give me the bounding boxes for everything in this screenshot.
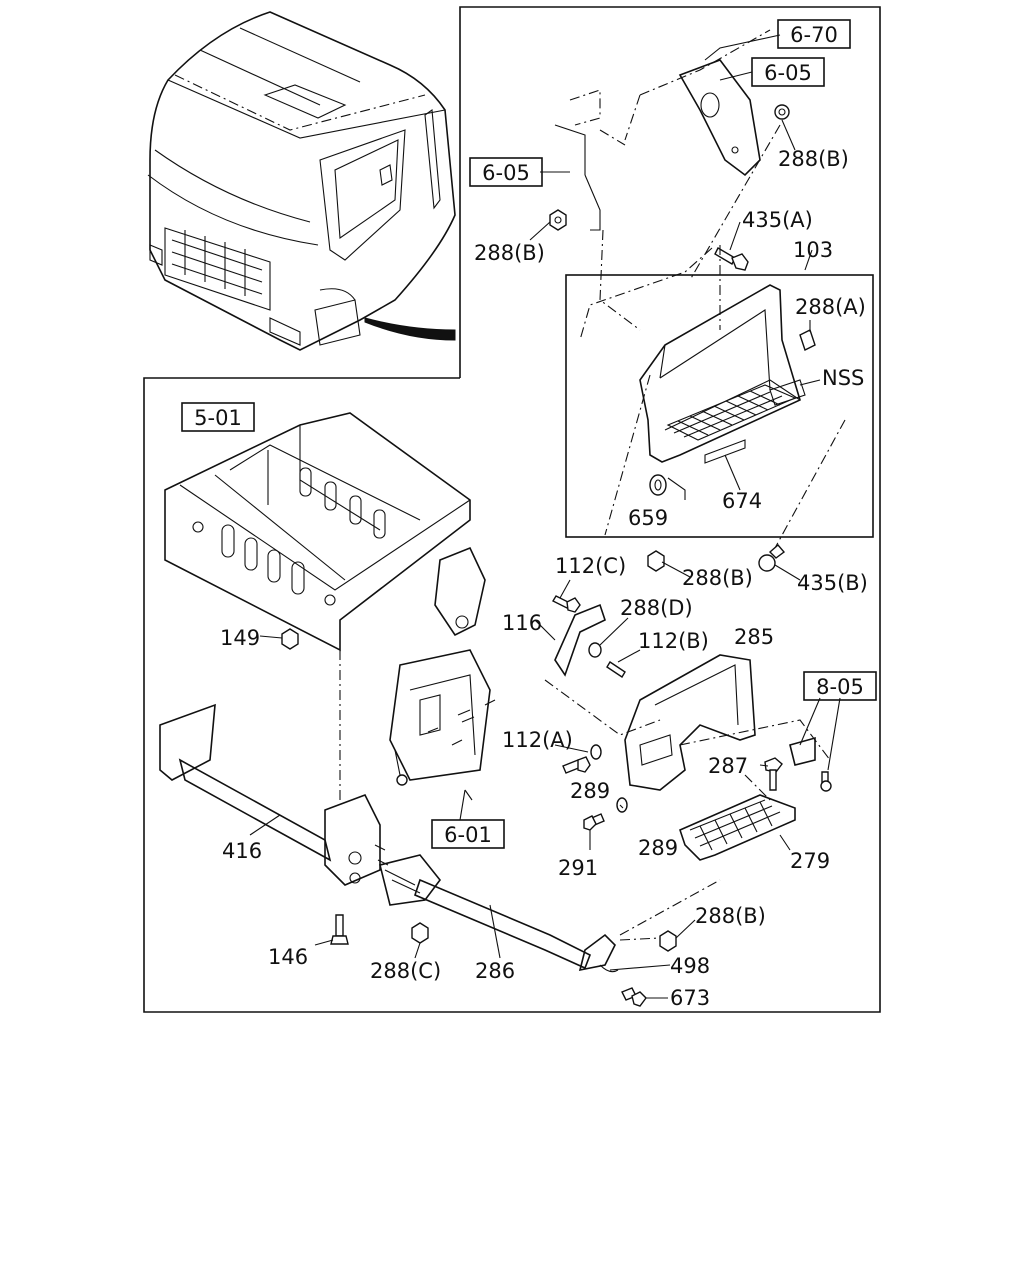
label-289a: 289 bbox=[570, 779, 610, 803]
cab-illustration bbox=[147, 11, 456, 351]
ref-5-01-label: 5-01 bbox=[194, 406, 242, 430]
label-674: 674 bbox=[722, 489, 762, 513]
washer-289-icon bbox=[590, 744, 602, 760]
nut-288b-icon bbox=[774, 104, 790, 120]
nut-288b-lower-icon bbox=[647, 550, 665, 572]
leader-lines bbox=[249, 34, 841, 999]
label-146: 146 bbox=[268, 945, 308, 969]
label-673: 673 bbox=[670, 986, 710, 1010]
ref-6-05-top-label: 6-05 bbox=[764, 61, 812, 85]
label-659: 659 bbox=[628, 506, 668, 530]
ref-6-70-label: 6-70 bbox=[790, 23, 838, 47]
label-288c: 288(C) bbox=[370, 959, 441, 983]
bolt-435b-icon bbox=[758, 544, 786, 572]
bolt-112b-icon bbox=[606, 661, 626, 678]
label-nss: NSS bbox=[822, 366, 864, 390]
ref-6-05-left-label: 6-05 bbox=[482, 161, 530, 185]
studs-6-01 bbox=[427, 699, 496, 746]
label-416: 416 bbox=[222, 839, 262, 863]
label-279: 279 bbox=[790, 849, 830, 873]
label-288b-4: 288(B) bbox=[695, 904, 766, 928]
part-labels: 288(B) 288(B) 435(A) 103 288(A) NSS 659 … bbox=[220, 147, 868, 1010]
lower-frame-assembly bbox=[159, 412, 832, 1007]
label-435b: 435(B) bbox=[797, 571, 868, 595]
ref-8-05-label: 8-05 bbox=[816, 675, 864, 699]
label-288d: 288(D) bbox=[620, 596, 693, 620]
label-285: 285 bbox=[734, 625, 774, 649]
step-279-grid bbox=[689, 799, 781, 851]
label-289b: 289 bbox=[638, 836, 678, 860]
label-112a: 112(A) bbox=[502, 728, 573, 752]
ref-box-6-70: 6-70 bbox=[777, 19, 851, 49]
bolt-8-05-icon bbox=[820, 771, 832, 792]
label-112b: 112(B) bbox=[638, 629, 709, 653]
label-498: 498 bbox=[670, 954, 710, 978]
label-288b-2: 288(B) bbox=[474, 241, 545, 265]
label-288b-3: 288(B) bbox=[682, 566, 753, 590]
nut-659-icon bbox=[649, 474, 667, 496]
label-116: 116 bbox=[502, 611, 542, 635]
ref-box-6-05-left: 6-05 bbox=[469, 157, 543, 187]
label-288a: 288(A) bbox=[795, 295, 866, 319]
bolt-112c-icon bbox=[552, 595, 581, 613]
frame-slots bbox=[192, 467, 386, 606]
upper-step-assembly bbox=[549, 29, 846, 572]
bolt-673-icon bbox=[621, 987, 647, 1007]
nut-288b-left-icon bbox=[549, 209, 567, 231]
ref-box-8-05: 8-05 bbox=[803, 671, 877, 701]
label-286: 286 bbox=[475, 959, 515, 983]
bolt-291-icon bbox=[583, 813, 605, 831]
ref-6-01-label: 6-01 bbox=[444, 823, 492, 847]
label-287: 287 bbox=[708, 754, 748, 778]
bolt-146-icon bbox=[330, 914, 349, 945]
washer-288d-icon bbox=[588, 642, 602, 658]
washer-289b-icon bbox=[616, 797, 628, 813]
label-112c: 112(C) bbox=[555, 554, 626, 578]
label-149: 149 bbox=[220, 626, 260, 650]
nut-149-icon bbox=[281, 628, 299, 650]
nut-288b-far-icon bbox=[659, 930, 677, 952]
label-291: 291 bbox=[558, 856, 598, 880]
ref-box-5-01: 5-01 bbox=[181, 402, 255, 432]
label-288b-1: 288(B) bbox=[778, 147, 849, 171]
nut-288c-icon bbox=[411, 922, 429, 944]
bolt-287-icon bbox=[764, 757, 783, 791]
bolt-112a-icon bbox=[562, 756, 591, 774]
ref-box-6-05-top: 6-05 bbox=[751, 57, 825, 87]
label-103: 103 bbox=[793, 238, 833, 262]
label-435a: 435(A) bbox=[742, 208, 813, 232]
ref-box-6-01: 6-01 bbox=[431, 819, 505, 849]
